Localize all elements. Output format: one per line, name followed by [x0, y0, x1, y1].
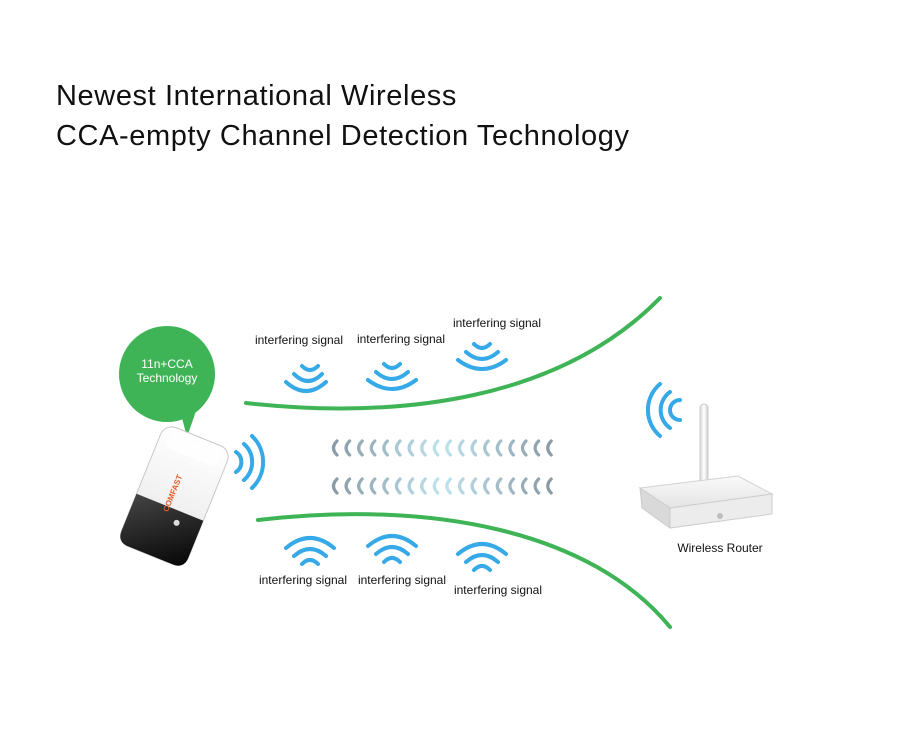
wireless-router: Wireless Router [638, 403, 774, 555]
title-line-2: CCA-empty Channel Detection Technology [56, 120, 630, 152]
signal-wave-icon [456, 542, 508, 572]
interfering-signal-label: interfering signal [255, 333, 343, 347]
stream-chevron [432, 439, 440, 457]
interfering-signal-bottom-1: interfering signal [259, 536, 347, 587]
stream-chevron [470, 439, 478, 457]
usb-wifi-adapter: COMFAST [120, 426, 229, 566]
interfering-signal-top-1: interfering signal [255, 333, 343, 393]
stream-chevron [420, 439, 427, 457]
stream-chevron [457, 477, 465, 495]
stream-chevron [407, 439, 415, 457]
stream-chevron [457, 439, 465, 457]
lower-channel-curve [256, 512, 672, 629]
bubble-line-2: Technology [137, 371, 198, 385]
interfering-signal-label: interfering signal [357, 332, 445, 346]
stream-chevron [533, 477, 541, 495]
stream-chevron [508, 439, 515, 457]
title-line-1: Newest International Wireless [56, 80, 457, 112]
interfering-signal-label: interfering signal [259, 573, 347, 587]
stream-chevron [382, 439, 389, 457]
signal-wave-icon [284, 364, 328, 393]
router-antenna [699, 403, 709, 487]
upper-channel-curve [244, 296, 662, 411]
interfering-signal-label: interfering signal [453, 316, 541, 330]
bubble-line-1: 11n+CCA [141, 357, 192, 371]
stream-chevron [331, 439, 339, 457]
adapter-signal-icon [234, 434, 266, 490]
stream-chevron [369, 439, 377, 457]
data-stream-row-upper [331, 439, 553, 457]
interfering-signal-bottom-3: interfering signal [454, 542, 542, 597]
stream-chevron [445, 477, 452, 495]
signal-wave-icon [366, 362, 418, 391]
signal-wave-icon [366, 534, 418, 564]
stream-chevron [495, 439, 503, 457]
stream-chevron [331, 477, 339, 495]
stream-chevron [394, 439, 402, 457]
data-stream-row-lower [331, 477, 553, 495]
interfering-signal-label: interfering signal [454, 583, 542, 597]
stream-chevron [483, 439, 490, 457]
stream-chevron [432, 477, 440, 495]
router-signal-icon [645, 382, 682, 438]
stream-chevron [369, 477, 377, 495]
interfering-signal-label: interfering signal [358, 573, 446, 587]
interfering-signal-top-2: interfering signal [357, 332, 445, 391]
stream-chevron [508, 477, 515, 495]
stream-chevron [344, 439, 352, 457]
stream-chevron [407, 477, 415, 495]
stream-chevron [533, 439, 541, 457]
stream-chevron [495, 477, 503, 495]
stream-chevron [520, 439, 528, 457]
stream-chevron [445, 439, 452, 457]
stream-chevron [394, 477, 402, 495]
technology-bubble: 11n+CCA Technology [119, 326, 215, 437]
signal-wave-icon [456, 342, 508, 371]
stream-chevron [483, 477, 490, 495]
stream-chevron [520, 477, 528, 495]
stream-chevron [382, 477, 389, 495]
stream-chevron [546, 439, 553, 457]
stream-chevron [420, 477, 427, 495]
stream-chevron [357, 477, 364, 495]
signal-wave-icon [284, 536, 336, 566]
stream-chevron [470, 477, 478, 495]
router-label: Wireless Router [677, 541, 762, 555]
interfering-signal-bottom-2: interfering signal [358, 534, 446, 587]
stream-chevron [344, 477, 352, 495]
stream-chevron [546, 477, 553, 495]
interfering-signal-top-3: interfering signal [453, 316, 541, 371]
stream-chevron [357, 439, 364, 457]
